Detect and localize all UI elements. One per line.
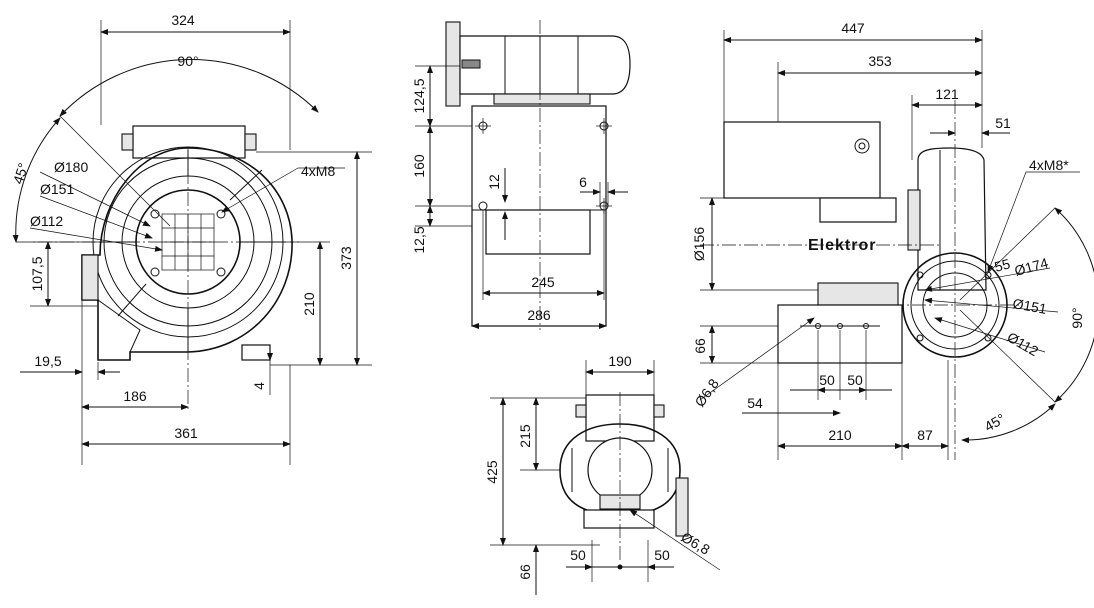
dim-top-6: 6 [579, 174, 587, 190]
dim-bottom-190: 190 [608, 353, 632, 369]
dim-front-210: 210 [301, 292, 317, 316]
front-motor-box [132, 125, 246, 159]
dim-side-d112: Ø112 [1005, 329, 1042, 360]
top-motor-body [459, 35, 631, 95]
dim-top-124: 124,5 [411, 78, 427, 113]
dim-top-12: 12 [486, 174, 502, 190]
dim-front-373: 373 [338, 246, 354, 270]
dim-front-d180: Ø180 [54, 159, 88, 175]
dim-side-353: 353 [868, 53, 892, 69]
dim-side-54: 54 [747, 395, 763, 411]
dim-side-d156: Ø156 [691, 227, 707, 261]
dim-bottom-66: 66 [517, 564, 533, 580]
front-volute [81, 147, 293, 361]
dim-bottom-425: 425 [484, 460, 500, 484]
dim-top-12-5: 12,5 [411, 226, 427, 253]
dim-side-d68: Ø6,8 [691, 376, 722, 410]
dim-side-d174: Ø174 [1013, 255, 1050, 279]
dim-front-361: 361 [174, 425, 198, 441]
dim-front-d151: Ø151 [40, 181, 74, 197]
side-view: Elektror 447 353 [691, 20, 1094, 460]
side-motor-body [723, 121, 881, 199]
dim-front-d112: Ø112 [30, 213, 63, 229]
top-view: 124,5 160 12,5 12 6 245 286 [411, 20, 631, 330]
dim-bottom-50a: 50 [570, 547, 586, 563]
dim-top-160: 160 [411, 154, 427, 178]
dim-side-66: 66 [692, 338, 708, 354]
dim-side-447: 447 [841, 20, 865, 36]
side-brand-label: Elektror [808, 237, 876, 254]
dim-front-186: 186 [123, 388, 147, 404]
dim-side-50a: 50 [819, 372, 835, 388]
dim-top-286: 286 [527, 307, 551, 323]
dim-side-45deg: 45° [982, 410, 1008, 434]
dim-side-d151: Ø151 [1011, 295, 1048, 317]
dim-front-90deg: 90° [177, 53, 198, 69]
dim-front-45deg: 45° [10, 161, 32, 186]
dim-side-121: 121 [935, 86, 959, 102]
dim-side-90deg: 90° [1069, 307, 1085, 328]
dim-front-324: 324 [171, 12, 195, 28]
front-view: 324 90° 45° Ø180 Ø151 Ø112 4xM8 107,5 37… [10, 12, 372, 465]
dim-top-245: 245 [531, 274, 555, 290]
dim-bottom-50b: 50 [654, 547, 670, 563]
dim-front-bolts: 4xM8 [301, 163, 335, 179]
dim-side-55: 55 [993, 255, 1012, 275]
side-housing [917, 147, 987, 291]
bottom-view: 190 215 425 66 50 50 Ø6,8 [484, 353, 721, 595]
dim-side-bolts: 4xM8* [1029, 157, 1069, 173]
dim-side-87: 87 [917, 427, 933, 443]
dim-side-210: 210 [828, 427, 852, 443]
dim-bottom-215: 215 [517, 424, 533, 448]
dim-front-107: 107,5 [29, 256, 45, 291]
dim-side-50b: 50 [847, 372, 863, 388]
dim-side-51: 51 [995, 115, 1011, 131]
dim-front-19: 19,5 [34, 353, 61, 369]
dim-front-4: 4 [251, 382, 267, 390]
